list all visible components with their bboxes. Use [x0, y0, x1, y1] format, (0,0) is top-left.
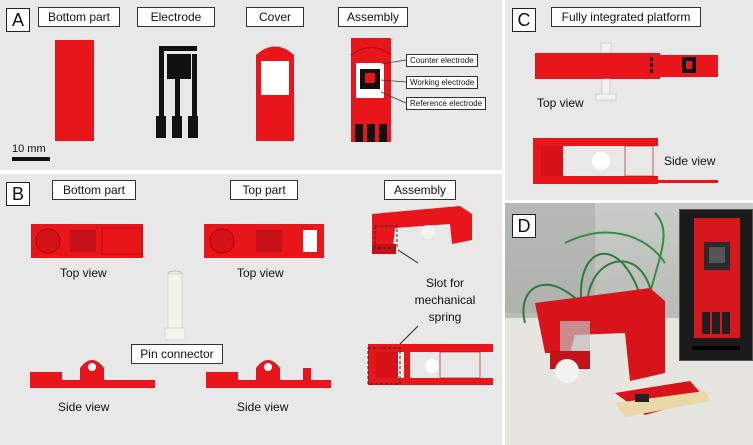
- panel-c-letter: C: [512, 8, 536, 32]
- b-title-assembly: Assembly: [384, 180, 456, 200]
- a-callout-working: Working electrode: [406, 76, 479, 89]
- c-side-view: [533, 138, 718, 184]
- inset-chip-drawing: [692, 218, 740, 350]
- b-bottom-side-view-label: Side view: [58, 400, 110, 414]
- b-top-side-view-label: Side view: [237, 400, 289, 414]
- b-bottom-top-view: [31, 224, 143, 258]
- b-title-bottom-part: Bottom part: [52, 180, 136, 200]
- b-top-top-view: [204, 224, 324, 258]
- b-bottom-top-view-label: Top view: [60, 266, 107, 280]
- c-title: Fully integrated platform: [551, 7, 701, 27]
- b-assembly-3d: [372, 206, 472, 254]
- b-slot-label: Slot for mechanical spring: [414, 276, 476, 324]
- b-pin-connector-label: Pin connector: [131, 344, 223, 364]
- b-top-side-view: [206, 360, 331, 388]
- a-title-cover: Cover: [246, 7, 304, 27]
- c-side-view-label: Side view: [664, 154, 716, 168]
- a-callout-reference: Reference electrode: [406, 97, 487, 110]
- a-title-assembly: Assembly: [338, 7, 408, 27]
- panel-a-letter: A: [6, 8, 30, 32]
- b-pin-connector: [164, 270, 186, 341]
- panel-d-inset: [679, 209, 753, 361]
- panel-d-letter: D: [512, 214, 536, 238]
- a-bottom-part: [55, 40, 94, 141]
- b-assembly-side: [367, 344, 493, 385]
- b-top-top-view-label: Top view: [237, 266, 284, 280]
- panel-b-letter: B: [6, 182, 30, 206]
- c-top-view: [535, 42, 718, 101]
- a-electrode: [156, 46, 198, 138]
- a-scale-bar: [12, 157, 50, 161]
- a-callout-counter: Counter electrode: [406, 54, 478, 67]
- a-title-bottom-part: Bottom part: [38, 7, 120, 27]
- c-top-view-label: Top view: [537, 96, 584, 110]
- a-title-electrode: Electrode: [137, 7, 215, 27]
- a-scale-label: 10 mm: [12, 143, 46, 155]
- b-bottom-side-view: [30, 360, 155, 388]
- b-title-top-part: Top part: [230, 180, 298, 200]
